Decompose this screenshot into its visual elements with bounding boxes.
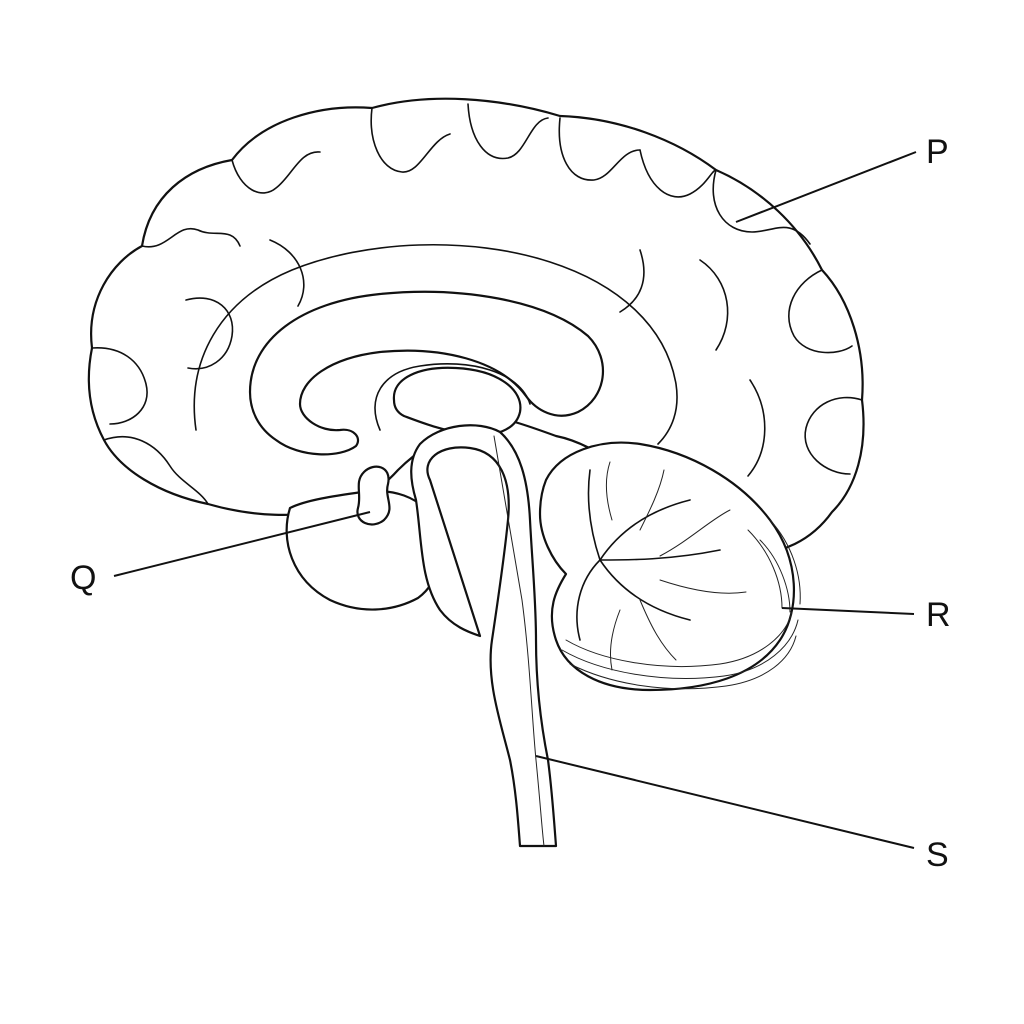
arbor-vitae [576,461,747,671]
fourth-ventricle-line [493,435,545,847]
leader-line-r [781,607,915,615]
thalamus [392,366,522,437]
pituitary-region [356,465,391,526]
leader-line-q [113,511,371,577]
brainstem [410,424,558,848]
corpus-callosum [248,290,604,456]
cortical-folds [91,103,863,505]
label-p: P [926,133,949,171]
label-s: S [926,836,949,874]
label-q: Q [70,559,96,597]
cerebellum [538,441,795,692]
cingulate-gyrus [193,244,678,445]
leader-line-s [535,755,915,849]
label-r: R [926,596,951,634]
leader-line-p [735,151,917,223]
fornix [374,363,531,431]
cerebellar-folia [561,519,801,690]
